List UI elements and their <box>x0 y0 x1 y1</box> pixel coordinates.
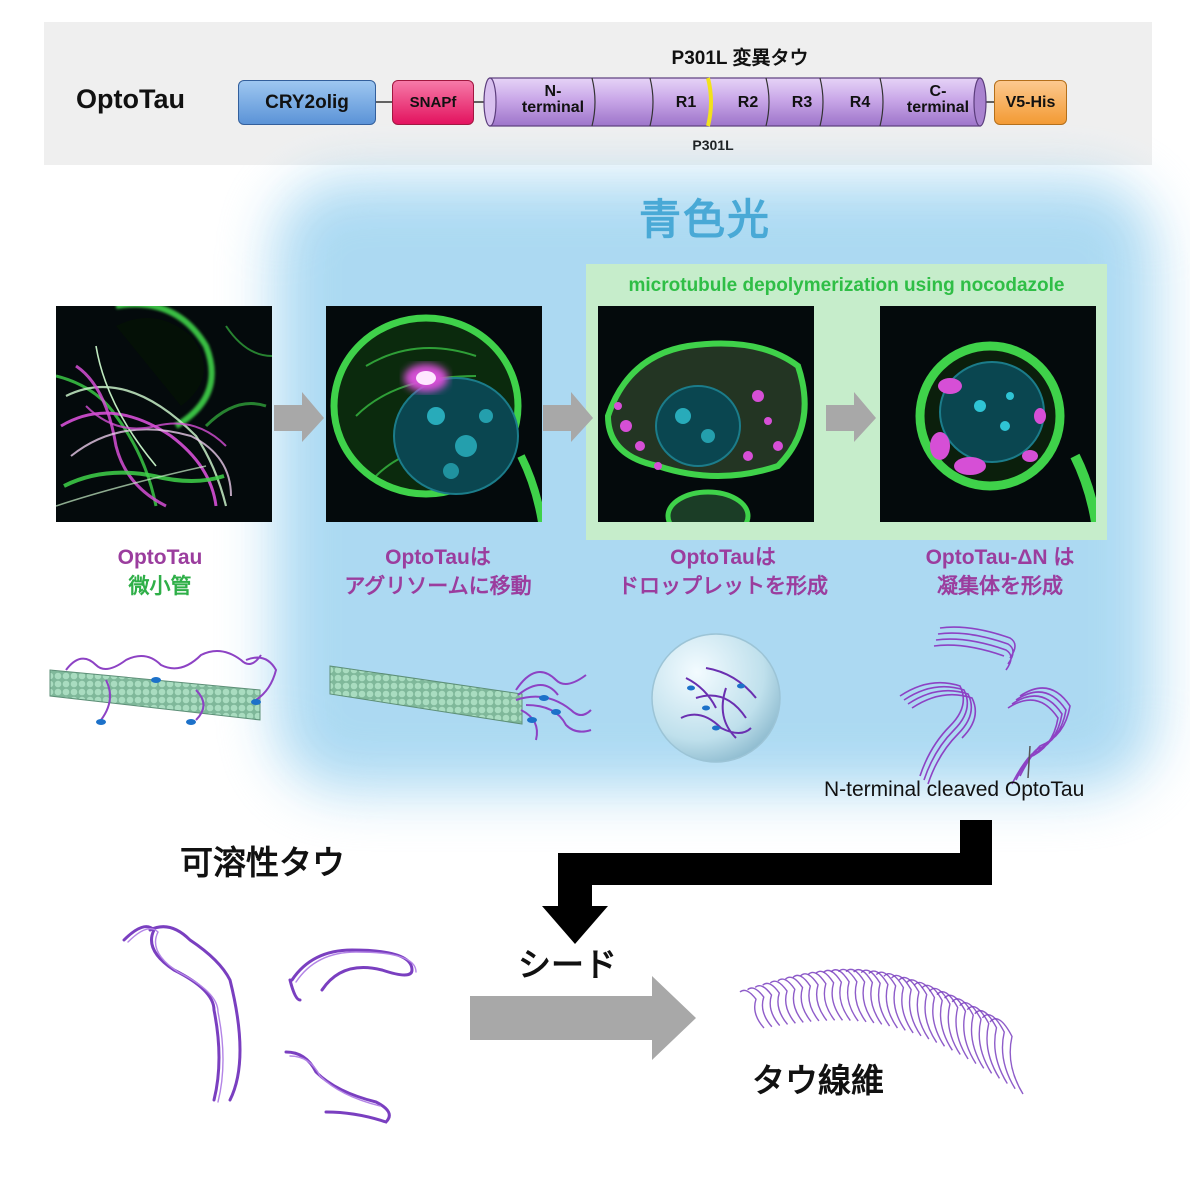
micrograph-aggregates <box>880 306 1096 522</box>
fibril-strand <box>959 1002 993 1074</box>
fibril-strand <box>762 982 789 1025</box>
caption-line: OptoTau-ΔN は <box>925 546 1075 569</box>
arrow-right-icon <box>543 392 593 442</box>
fibril-strand <box>936 991 969 1060</box>
micrograph-droplets <box>598 306 814 522</box>
fibrillization-arrow <box>470 976 696 1060</box>
schematic-cleaved-aggregates <box>899 626 1071 785</box>
fibril-strand <box>754 985 781 1027</box>
tau-fibril <box>739 968 1024 1095</box>
tau-fibril-label: タウ線維 <box>752 1062 884 1099</box>
caption-line: OptoTauは <box>670 546 776 569</box>
fibril-strand <box>784 976 812 1023</box>
fibril-strand <box>875 971 906 1031</box>
schematic-microtubule-bound-tau <box>49 650 278 725</box>
seed-label: シード <box>518 946 617 983</box>
blue-light-label: 青色光 <box>638 196 771 243</box>
nocodazole-label: microtubule depolymerization using nocod… <box>628 275 1065 296</box>
arrow-right-icon <box>274 392 324 442</box>
micrograph-aggresome <box>326 306 542 522</box>
caption-panel-3: OptoTauは ドロップレットを形成 <box>573 543 873 601</box>
fibril-strand <box>837 968 867 1023</box>
mutation-site-label: P301L <box>692 137 734 153</box>
fibril-strand <box>800 973 828 1021</box>
micrograph-microtubules <box>56 306 272 522</box>
fibril-strand <box>815 970 844 1021</box>
schematic-aggresome-tau <box>329 665 592 741</box>
caption-line: アグリソームに移動 <box>344 575 532 598</box>
fibril-strand <box>777 978 804 1023</box>
fibril-strand <box>944 994 977 1064</box>
cry2olig-domain: CRY2olig <box>238 80 376 125</box>
fibril-strand <box>747 987 773 1028</box>
fibril-strand <box>974 1009 1008 1084</box>
v5-his-tag: V5-His <box>994 80 1067 125</box>
fibril-strand <box>966 1005 1001 1079</box>
fibril-strand <box>845 968 875 1024</box>
fibril-strand <box>739 989 765 1029</box>
fibril-strand <box>830 969 859 1022</box>
fibril-strand <box>921 984 953 1051</box>
caption-line: 凝集体を形成 <box>937 575 1063 598</box>
caption-line: ドロップレットを形成 <box>618 575 828 598</box>
caption-panel-1: OptoTau 微小管 <box>10 543 310 601</box>
fibril-strand <box>928 987 961 1055</box>
seed-flow-arrow <box>542 820 992 944</box>
fibril-strand <box>981 1014 1016 1090</box>
fibril-strand <box>769 980 796 1024</box>
fibril-strand <box>951 998 985 1069</box>
fibril-strand <box>807 971 836 1021</box>
cleaved-optotau-label: N-terminal cleaved OptoTau <box>824 778 1085 801</box>
fibril-strand <box>989 1018 1024 1095</box>
fibril-strand <box>906 979 938 1043</box>
caption-line: OptoTauは <box>385 546 491 569</box>
fibril-strand <box>868 970 898 1029</box>
arrow-right-icon <box>826 392 876 442</box>
caption-panel-4: OptoTau-ΔN は 凝集体を形成 <box>850 543 1150 601</box>
fibril-strand <box>860 969 891 1027</box>
fibril-strand <box>898 976 930 1040</box>
tau-cylinder <box>483 77 987 127</box>
snapf-domain: SNAPf <box>392 80 474 125</box>
caption-line: OptoTau <box>117 546 203 569</box>
mutant-tau-title: P301L 変異タウ <box>671 48 809 69</box>
fibril-strand <box>890 974 922 1037</box>
caption-line: 微小管 <box>128 575 192 598</box>
fibril-strand <box>822 969 851 1021</box>
construct-name: OptoTau <box>76 84 185 114</box>
soluble-tau-label: 可溶性タウ <box>180 844 345 881</box>
soluble-tau-ribbons <box>122 925 417 1124</box>
caption-panel-2: OptoTauは アグリソームに移動 <box>288 543 588 601</box>
schematic-droplet <box>651 633 781 763</box>
fibril-strand <box>853 968 883 1025</box>
fibril-strand <box>883 973 914 1034</box>
fibril-strand <box>792 974 820 1022</box>
fibril-strand <box>913 981 946 1047</box>
